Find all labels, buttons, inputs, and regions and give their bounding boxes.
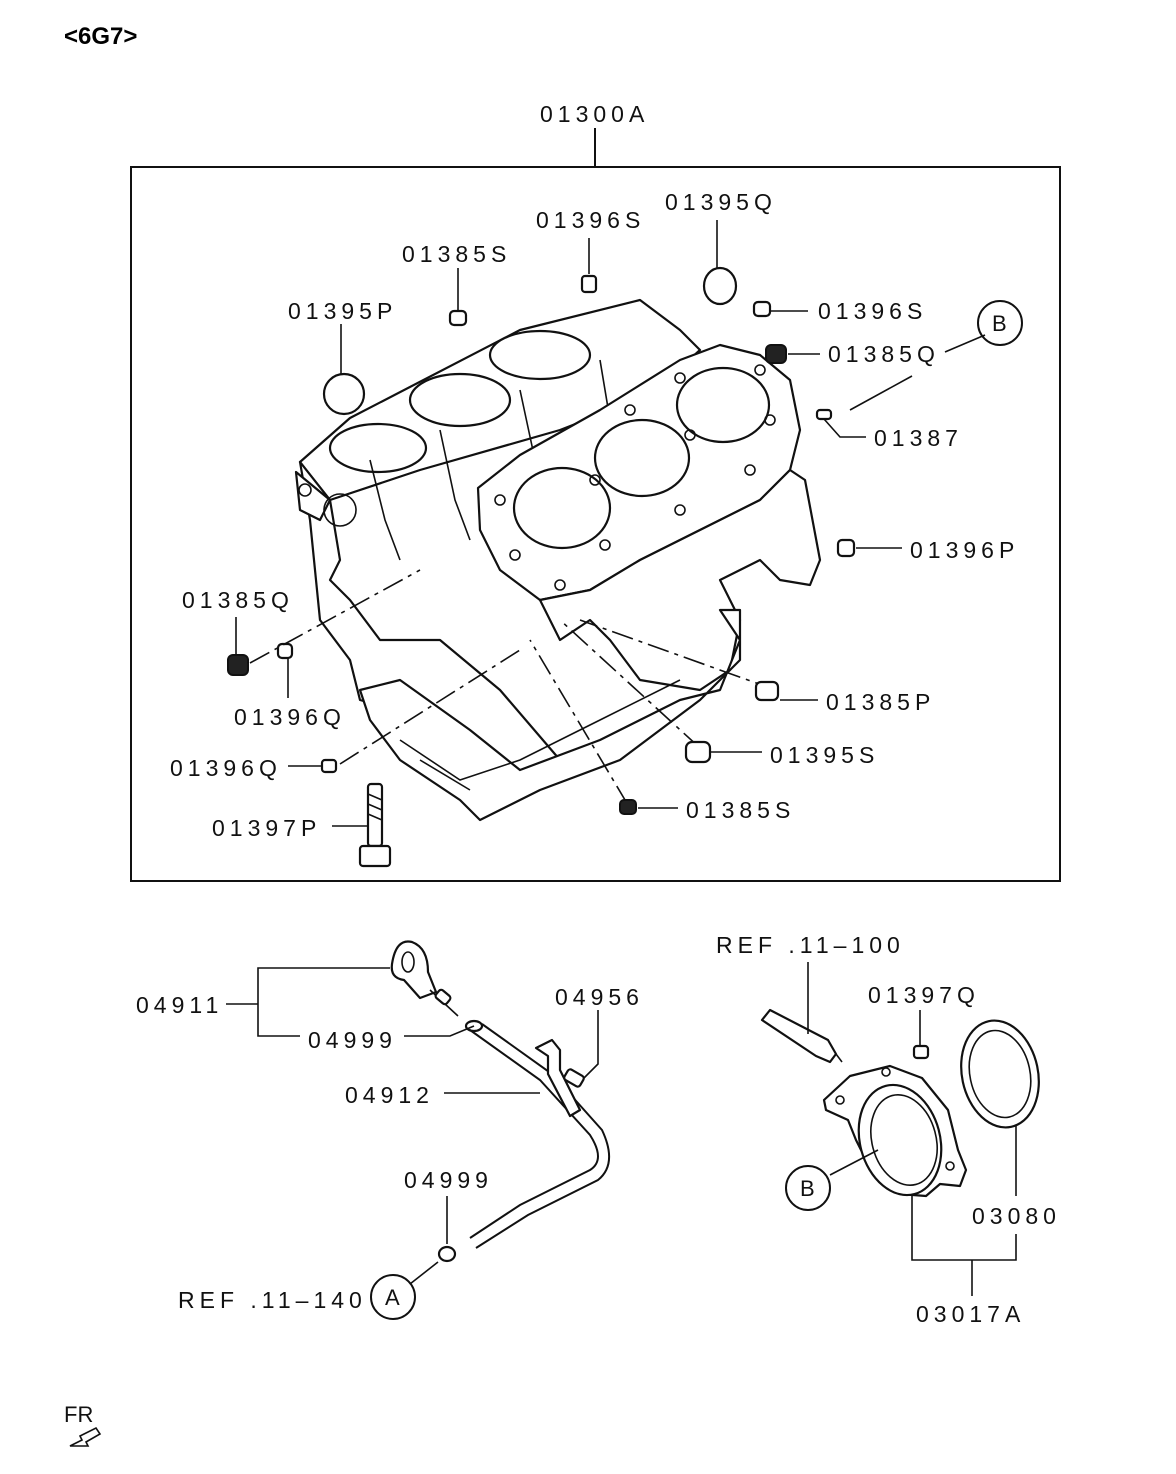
label-01396Q-mid[interactable]: 01396Q [234, 704, 346, 730]
plug-01385Q-right[interactable] [765, 344, 820, 364]
label-01396Q-left[interactable]: 01396Q [170, 755, 282, 781]
label-04999-top[interactable]: 04999 [308, 1027, 397, 1053]
bolt-01397Q[interactable] [912, 1010, 930, 1060]
sealant-tube[interactable] [760, 962, 843, 1064]
label-01385Q-left[interactable]: 01385Q [182, 587, 294, 613]
oil-seal-case[interactable] [822, 1064, 968, 1204]
dowel-01396S-right[interactable] [752, 300, 808, 318]
dowel-01396Q-left[interactable] [288, 758, 338, 774]
label-01396P[interactable]: 01396P [910, 537, 1019, 563]
engine-code-header: <6G7> [64, 23, 137, 50]
callout-line-B-top [849, 334, 986, 411]
label-03017A[interactable]: 03017A [916, 1301, 1025, 1327]
label-01385S-top[interactable]: 01385S [402, 241, 511, 267]
label-01397Q[interactable]: 01397Q [868, 982, 980, 1008]
oil-seal-03080[interactable] [952, 1013, 1049, 1196]
pin-01387[interactable] [815, 408, 866, 438]
bracket-03017A [911, 1196, 1017, 1296]
label-01387[interactable]: 01387 [874, 425, 963, 451]
plug-01385Q-left[interactable] [227, 617, 249, 676]
plug-01395P[interactable] [322, 324, 366, 416]
label-01395S[interactable]: 01395S [770, 742, 879, 768]
leader-B-bottom [829, 1149, 879, 1176]
label-01300A[interactable]: 01300A [540, 101, 649, 127]
label-04912[interactable]: 04912 [345, 1082, 434, 1108]
plug-01385S-bottom[interactable] [619, 799, 678, 815]
plug-01385S-top[interactable] [448, 268, 468, 327]
callout-B-top-letter: B [992, 311, 1007, 336]
label-01385Q-right[interactable]: 01385Q [828, 341, 940, 367]
fr-arrow-icon [69, 1426, 102, 1447]
label-04956[interactable]: 04956 [555, 984, 644, 1010]
cylinder-block-drawing [294, 298, 822, 822]
callout-B-top[interactable]: B [977, 300, 1023, 346]
label-01385P[interactable]: 01385P [826, 689, 935, 715]
label-01397P[interactable]: 01397P [212, 815, 321, 841]
orientation-label: FR [64, 1402, 93, 1427]
dowel-01396Q-mid[interactable] [276, 642, 294, 698]
label-01395P[interactable]: 01395P [288, 298, 397, 324]
label-03080[interactable]: 03080 [972, 1203, 1061, 1229]
bolt-01397P[interactable] [332, 782, 392, 868]
label-04911[interactable]: 04911 [136, 992, 223, 1018]
dashed-leaders [249, 569, 777, 806]
callout-A-bottom[interactable]: A [370, 1274, 416, 1320]
callout-A-bottom-letter: A [385, 1285, 400, 1310]
label-REF-11-140[interactable]: REF .11–140 [178, 1287, 367, 1313]
plug-01395Q[interactable] [702, 220, 738, 306]
dowel-01396P[interactable] [836, 538, 902, 558]
bolt-04956[interactable] [563, 1010, 599, 1088]
callout-B-bottom-letter: B [800, 1176, 815, 1201]
block-assembly-frame [130, 128, 1061, 882]
label-REF-11-100[interactable]: REF .11–100 [716, 932, 905, 958]
callout-B-bottom[interactable]: B [785, 1165, 831, 1211]
leader-A-bottom [409, 1261, 439, 1285]
label-01395Q[interactable]: 01395Q [665, 189, 777, 215]
plug-01385P[interactable] [754, 680, 818, 702]
label-04999-bottom[interactable]: 04999 [404, 1167, 493, 1193]
label-01396S-top[interactable]: 01396S [536, 207, 645, 233]
dowel-01396S-top[interactable] [580, 238, 598, 294]
label-01385S-bottom[interactable]: 01385S [686, 797, 795, 823]
label-01396S-right[interactable]: 01396S [818, 298, 927, 324]
plug-01395S[interactable] [684, 740, 762, 764]
bracket-04911 [226, 967, 475, 1037]
